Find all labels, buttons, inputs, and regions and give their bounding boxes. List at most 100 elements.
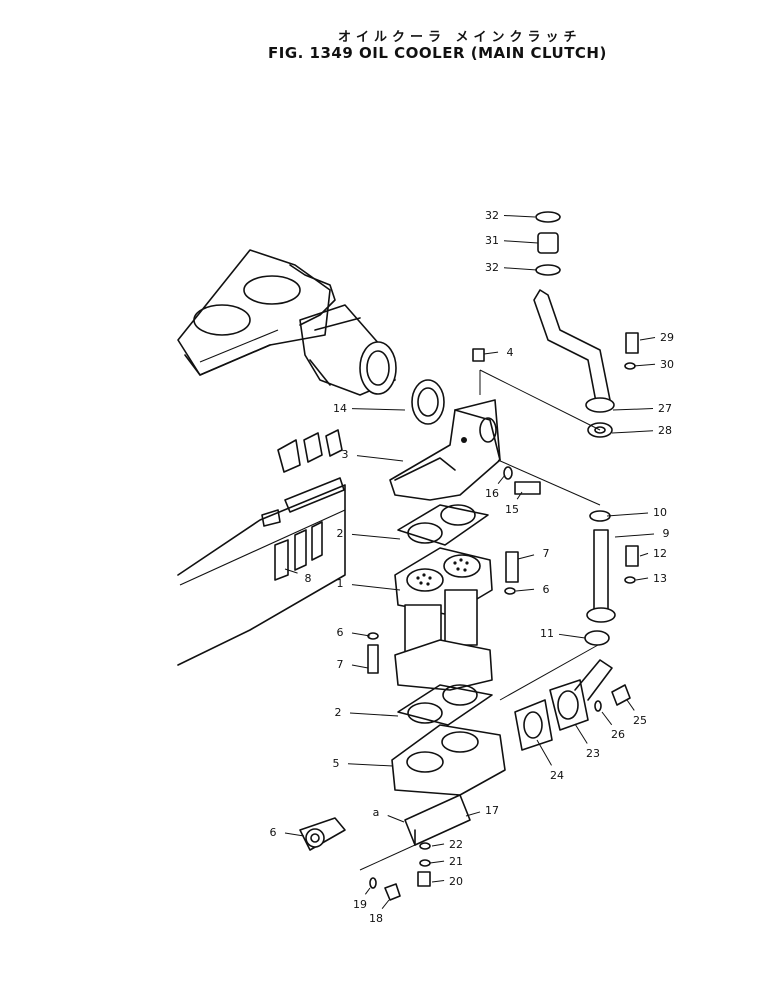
callout-label-31: 31 [485, 234, 499, 247]
bolt-part-7-upper [505, 551, 519, 583]
washer-part-6-upper [504, 587, 516, 595]
callout-label-8: 8 [305, 572, 312, 585]
callout-leader-6c [284, 832, 305, 837]
washer-part-26 [594, 700, 602, 712]
callout-1: 1 [337, 577, 401, 591]
callout-label-26: 26 [611, 728, 625, 741]
callout-label-4: 4 [507, 346, 514, 359]
engine-block-lower [177, 484, 346, 666]
washer-part-16 [503, 466, 513, 480]
callout-29: 29 [639, 331, 674, 344]
callout-leader-6a [515, 588, 535, 592]
callout-31: 31 [485, 234, 539, 247]
washer-part-30 [624, 362, 636, 370]
callout-label-23: 23 [586, 747, 600, 760]
gasket-part-24 [514, 699, 553, 751]
callout-leader-8 [284, 568, 298, 574]
callout-leader-18 [381, 899, 390, 909]
callout-6a: 6 [515, 583, 550, 596]
callout-leader-21 [429, 860, 445, 864]
callout-label-30: 30 [660, 358, 674, 371]
callout-leader-31 [503, 240, 539, 244]
callout-label-16: 16 [485, 487, 499, 500]
callout-leader-24 [536, 739, 552, 766]
washer-part-13 [624, 576, 636, 584]
callout-label-17: 17 [485, 804, 499, 817]
callout-32a: 32 [485, 209, 536, 222]
callout-leader-4 [483, 351, 499, 355]
callout-label-21: 21 [449, 855, 463, 868]
callout-5: 5 [333, 757, 394, 770]
callout-32b: 32 [485, 261, 538, 274]
callout-15: 15 [505, 491, 523, 516]
lower-case-part-5 [391, 724, 506, 796]
callout-22: 22 [431, 838, 463, 851]
callout-leader-2b [349, 712, 399, 717]
callout-leader-10 [606, 512, 649, 517]
callout-13: 13 [635, 572, 667, 585]
callout-label-6c: 6 [270, 826, 277, 839]
callout-6b: 6 [337, 626, 371, 639]
callout-label-24: 24 [550, 769, 564, 782]
callout-label-7a: 7 [543, 547, 550, 560]
callout-label-13: 13 [653, 572, 667, 585]
callout-leader-11 [558, 633, 586, 639]
callout-25: 25 [626, 699, 647, 727]
drain-cock-part-6 [299, 817, 346, 851]
callout-leader-29 [639, 337, 656, 341]
callout-leader-32a [503, 214, 536, 218]
callout-label-7b: 7 [337, 658, 344, 671]
callout-7b: 7 [337, 658, 369, 671]
callout-20: 20 [431, 875, 463, 888]
callout-label-29: 29 [660, 331, 674, 344]
elbow-housing [299, 304, 397, 396]
callout-label-12: 12 [653, 547, 667, 560]
callout-17: 17 [465, 804, 499, 817]
clamp-part-32-bottom [535, 264, 561, 276]
callout-2b: 2 [335, 706, 399, 719]
callout-26: 26 [601, 711, 625, 741]
oil-cooler-body-part-1 [394, 547, 493, 691]
callout-label-20: 20 [449, 875, 463, 888]
callout-leader-27 [612, 408, 654, 411]
callout-label-5: 5 [333, 757, 340, 770]
callout-leader-16 [497, 474, 506, 484]
bolt-part-29 [625, 332, 639, 354]
callout-leader-5 [347, 763, 394, 767]
callout-7a: 7 [517, 547, 550, 560]
callout-label-14: 14 [333, 402, 347, 415]
callout-12: 12 [639, 547, 667, 560]
fasteners-20-21-22 [417, 842, 431, 887]
callout-leader-a [387, 815, 405, 823]
callout-leader-14 [351, 408, 406, 411]
callout-leader-30 [633, 363, 656, 367]
callout-6c: 6 [270, 826, 305, 839]
callout-leader-20 [431, 880, 445, 883]
callout-label-32a: 32 [485, 209, 499, 222]
callout-8: 8 [284, 568, 312, 585]
callout-leader-12 [639, 552, 649, 557]
callout-leader-17 [465, 811, 481, 817]
callout-label-32b: 32 [485, 261, 499, 274]
callout-leader-26 [601, 711, 613, 726]
gasket-part-11 [584, 630, 610, 646]
callout-leader-25 [626, 699, 635, 711]
figure-title: FIG. 1349 OIL COOLER (MAIN CLUTCH) [268, 44, 607, 62]
callout-28: 28 [611, 424, 672, 437]
elbow-part-23 [549, 659, 613, 731]
gasket-part-28 [587, 422, 613, 438]
callout-label-6b: 6 [337, 626, 344, 639]
gasket-part-2-upper [397, 504, 489, 546]
brackets-left [261, 429, 345, 527]
gasket-part-14 [411, 379, 445, 425]
callout-leader-28 [611, 430, 654, 434]
hose-part-31 [537, 232, 559, 254]
callout-4: 4 [483, 346, 514, 359]
callout-19: 19 [353, 887, 371, 911]
callout-label-11: 11 [540, 627, 554, 640]
callout-leader-23 [574, 723, 588, 744]
callout-leader-2a [351, 533, 401, 540]
